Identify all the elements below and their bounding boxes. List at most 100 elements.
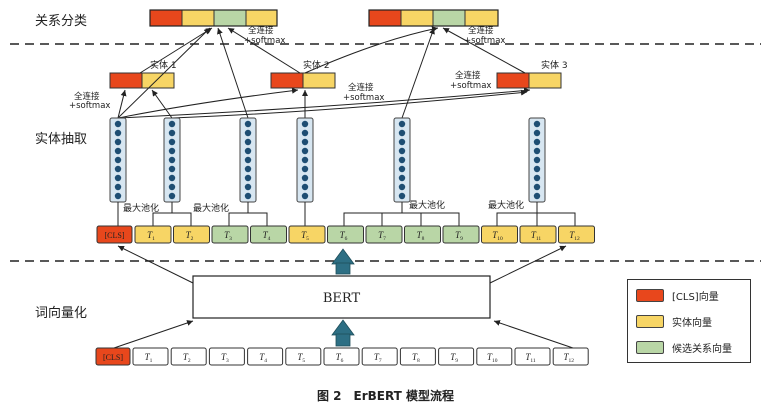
legend-swatch-cls: [636, 288, 664, 302]
input-cls-label: [CLS]: [103, 353, 123, 362]
input-token-label-12: T12: [563, 352, 574, 364]
input-token-label-1: T1: [145, 352, 153, 364]
pooled-column-3-dots: [244, 120, 252, 200]
input-token-label-7: T7: [374, 352, 382, 364]
bert-input-big-arrow: [331, 319, 355, 347]
max-pool-brackets: [117, 202, 576, 226]
pooled-column-4-dots: [301, 120, 309, 200]
input-token-label-10: T10: [487, 352, 498, 364]
encoded-token-box-9: [442, 225, 480, 244]
legend-item-relation: 候选关系向量: [636, 339, 732, 355]
input-token-label-2: T2: [183, 352, 191, 364]
legend-item-entity: 实体向量: [636, 313, 712, 329]
relation-output-vector-2: [368, 9, 499, 27]
max-pool-label-1: 最大池化: [123, 202, 159, 214]
encoded-token-label-4: T4: [263, 230, 271, 242]
encoded-token-box-8: [404, 225, 441, 244]
pooled-column-3: [239, 117, 257, 203]
encoded-token-label-2: T2: [186, 230, 194, 242]
bert-input-arrows: [113, 320, 574, 349]
encoded-token-box-12: [558, 225, 595, 244]
input-token-box-4: [247, 347, 284, 366]
input-token-label-3: T3: [221, 352, 229, 364]
encoded-token-label-12: T12: [569, 230, 580, 242]
encoded-token-label-5: T5: [301, 230, 309, 242]
encoded-token-box-1: [134, 225, 172, 244]
pooled-column-5-dots: [398, 120, 406, 200]
encoded-token-label-7: T7: [378, 230, 386, 242]
input-token-label-9: T9: [450, 352, 458, 364]
input-token-box-7: [361, 347, 398, 366]
encoded-cls-label: [CLS]: [105, 231, 125, 240]
relation-arrows: [117, 26, 526, 119]
encoded-token-box-4: [250, 225, 287, 244]
input-token-label-6: T6: [336, 352, 344, 364]
section-embedding-label: 词向量化: [35, 305, 87, 321]
input-cls-box: [95, 347, 131, 366]
fc-softmax-label-e1-l1: 全连接: [74, 91, 100, 102]
pooled-column-4: [296, 117, 314, 203]
pooled-column-2-dots: [168, 120, 176, 200]
legend-label-relation: 候选关系向量: [672, 343, 732, 355]
bert-output-big-arrow: [331, 248, 355, 275]
encoded-token-label-6: T6: [340, 230, 348, 242]
fc-softmax-label-e3-l2: +softmax: [450, 81, 491, 91]
bert-label: BERT: [323, 291, 361, 306]
legend-swatch-entity: [636, 314, 664, 328]
input-token-box-1: [132, 347, 169, 366]
legend-label-cls: [CLS]向量: [672, 291, 719, 303]
input-token-box-6: [323, 347, 360, 366]
entity-vector-1: [109, 72, 175, 89]
legend-item-cls: [CLS]向量: [636, 287, 719, 303]
legend-label-entity: 实体向量: [672, 317, 712, 329]
fc-softmax-label-e3-l1: 全连接: [455, 70, 481, 81]
encoded-token-box-2: [173, 225, 210, 244]
fc-softmax-label-e2-l2: +softmax: [343, 93, 384, 103]
encoded-token-box-3: [211, 225, 249, 244]
input-token-label-11: T11: [525, 352, 536, 364]
encoded-token-label-9: T9: [455, 230, 463, 242]
fc-softmax-label-r1-l2: +softmax: [244, 36, 285, 46]
encoded-token-label-11: T11: [531, 230, 542, 242]
bert-box: [192, 275, 491, 319]
relation-output-vector-1: [149, 9, 278, 27]
pooled-column-6: [528, 117, 546, 203]
legend: [CLS]向量 实体向量 候选关系向量: [627, 279, 751, 363]
max-pool-label-3: 最大池化: [409, 199, 445, 211]
entity-label-1: 实体 1: [150, 59, 177, 71]
encoded-token-box-10: [481, 225, 518, 244]
pooled-column-1: [109, 117, 127, 203]
fc-softmax-label-r1-l1: 全连接: [248, 25, 274, 36]
input-token-box-3: [208, 347, 245, 366]
pooled-column-5: [393, 117, 411, 203]
encoded-token-box-5: [288, 225, 326, 244]
input-token-box-10: [476, 347, 513, 366]
entity-vector-2: [270, 72, 336, 89]
legend-swatch-relation: [636, 340, 664, 354]
input-token-box-5: [285, 347, 322, 366]
input-token-label-5: T5: [297, 352, 305, 364]
input-token-box-2: [170, 347, 207, 366]
pooled-column-1-dots: [114, 120, 122, 200]
entity-label-3: 实体 3: [541, 59, 568, 71]
encoded-token-label-8: T8: [417, 230, 425, 242]
pooled-column-2: [163, 117, 181, 203]
input-token-label-4: T4: [259, 352, 267, 364]
fc-softmax-label-e1-l2: +softmax: [69, 101, 110, 111]
max-pool-label-2: 最大池化: [193, 202, 229, 214]
input-token-box-8: [399, 347, 436, 366]
encoded-token-label-1: T1: [147, 230, 155, 242]
encoded-cls-box: [96, 225, 133, 244]
encoded-token-label-3: T3: [224, 230, 232, 242]
fc-softmax-label-r2-l1: 全连接: [468, 25, 494, 36]
fc-softmax-label-r2-l2: +softmax: [464, 36, 505, 46]
entity-label-2: 实体 2: [303, 59, 330, 71]
encoded-token-box-7: [365, 225, 403, 244]
input-token-box-11: [514, 347, 551, 366]
